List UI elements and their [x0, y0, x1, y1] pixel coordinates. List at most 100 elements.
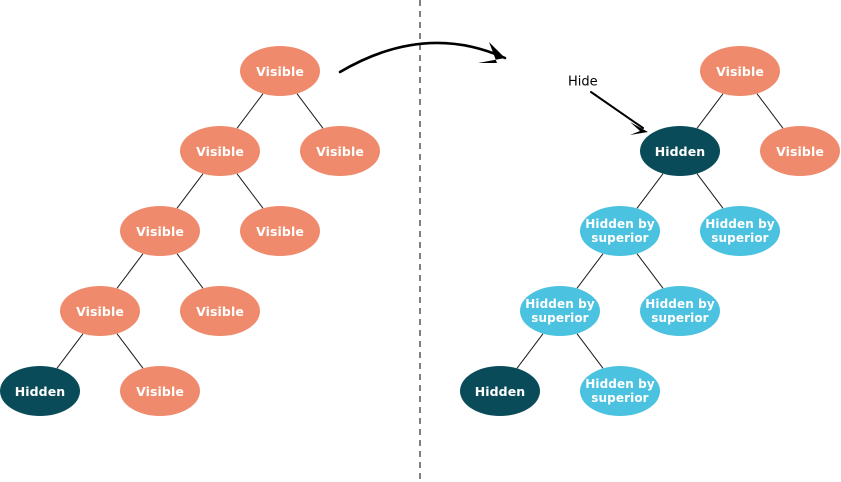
- node-label-line: Hidden: [475, 384, 526, 399]
- node-label-line: Hidden by: [705, 217, 775, 231]
- node-ellipse[interactable]: [640, 286, 720, 336]
- tree-node-visible[interactable]: Visible: [240, 46, 320, 96]
- tree-edge: [636, 173, 664, 209]
- node-label: Visible: [256, 64, 304, 79]
- node-ellipse[interactable]: [700, 206, 780, 256]
- node-label-line: superior: [531, 311, 588, 325]
- node-label: Visible: [196, 144, 244, 159]
- node-ellipse[interactable]: [300, 126, 380, 176]
- node-ellipse[interactable]: [520, 286, 600, 336]
- tree-node-visible[interactable]: Visible: [180, 286, 260, 336]
- tree-node-visible[interactable]: Visible: [700, 46, 780, 96]
- node-ellipse[interactable]: [240, 46, 320, 96]
- node-ellipse[interactable]: [0, 366, 80, 416]
- node-label-line: Hidden: [15, 384, 66, 399]
- tree-edge: [576, 253, 604, 289]
- node-label: Visible: [136, 384, 184, 399]
- tree-node-visible[interactable]: Visible: [60, 286, 140, 336]
- tree-edge: [696, 93, 724, 129]
- node-label-line: superior: [651, 311, 708, 325]
- node-label: Visible: [776, 144, 824, 159]
- tree-node-hidden[interactable]: Hidden: [640, 126, 720, 176]
- node-ellipse[interactable]: [60, 286, 140, 336]
- tree-edge: [176, 253, 204, 289]
- tree-edge: [636, 253, 664, 289]
- node-label: Visible: [196, 304, 244, 319]
- tree-edge: [516, 333, 544, 369]
- node-label: Hidden: [475, 384, 526, 399]
- tree-edge: [296, 93, 324, 129]
- node-label-line: superior: [591, 391, 648, 405]
- node-ellipse[interactable]: [240, 206, 320, 256]
- node-label: Visible: [316, 144, 364, 159]
- node-label: Visible: [256, 224, 304, 239]
- node-ellipse[interactable]: [760, 126, 840, 176]
- node-label-line: Visible: [196, 144, 244, 159]
- node-ellipse[interactable]: [580, 366, 660, 416]
- tree-node-visible[interactable]: Visible: [300, 126, 380, 176]
- right-tree-edges: [516, 93, 784, 369]
- tree-node-hidden[interactable]: Hidden: [0, 366, 80, 416]
- tree-edge: [176, 173, 204, 209]
- tree-node-visible[interactable]: Visible: [120, 206, 200, 256]
- node-ellipse[interactable]: [120, 206, 200, 256]
- tree-edge: [756, 93, 784, 129]
- tree-node-visible[interactable]: Visible: [120, 366, 200, 416]
- node-ellipse[interactable]: [640, 126, 720, 176]
- hide-annotation-label: Hide: [568, 75, 598, 90]
- node-label: Hidden: [655, 144, 706, 159]
- node-ellipse[interactable]: [180, 286, 260, 336]
- hide-annotation-arrow-head-icon: [630, 122, 648, 135]
- node-label-line: Visible: [716, 64, 764, 79]
- tree-node-visible[interactable]: Visible: [180, 126, 260, 176]
- node-ellipse[interactable]: [460, 366, 540, 416]
- node-label-line: Visible: [316, 144, 364, 159]
- tree-node-visible[interactable]: Visible: [240, 206, 320, 256]
- tree-edge: [236, 173, 264, 209]
- node-ellipse[interactable]: [120, 366, 200, 416]
- node-label: Hidden: [15, 384, 66, 399]
- transform-arrow-head-icon: [478, 42, 505, 63]
- node-ellipse[interactable]: [700, 46, 780, 96]
- node-ellipse[interactable]: [580, 206, 660, 256]
- node-label-line: Visible: [136, 224, 184, 239]
- node-label-line: superior: [711, 231, 768, 245]
- node-label-line: Visible: [196, 304, 244, 319]
- node-label-line: Visible: [76, 304, 124, 319]
- node-label: Visible: [716, 64, 764, 79]
- node-ellipse[interactable]: [180, 126, 260, 176]
- transform-arrow: [338, 41, 507, 74]
- node-label-line: Hidden: [655, 144, 706, 159]
- node-label-line: Hidden by: [585, 377, 655, 391]
- node-label: Visible: [136, 224, 184, 239]
- node-label-line: Hidden by: [645, 297, 715, 311]
- node-label-line: superior: [591, 231, 648, 245]
- tree-edge: [696, 173, 724, 209]
- tree-edge: [116, 333, 144, 369]
- tree-edge: [116, 253, 144, 289]
- tree-edge: [56, 333, 84, 369]
- tree-edge: [576, 333, 604, 369]
- node-label: Visible: [76, 304, 124, 319]
- node-label-line: Visible: [256, 224, 304, 239]
- tree-node-hidden[interactable]: Hidden: [460, 366, 540, 416]
- tree-node-visible[interactable]: Visible: [760, 126, 840, 176]
- node-label-line: Visible: [256, 64, 304, 79]
- node-label-line: Hidden by: [585, 217, 655, 231]
- node-label-line: Visible: [136, 384, 184, 399]
- hide-annotation-arrow: [590, 91, 644, 129]
